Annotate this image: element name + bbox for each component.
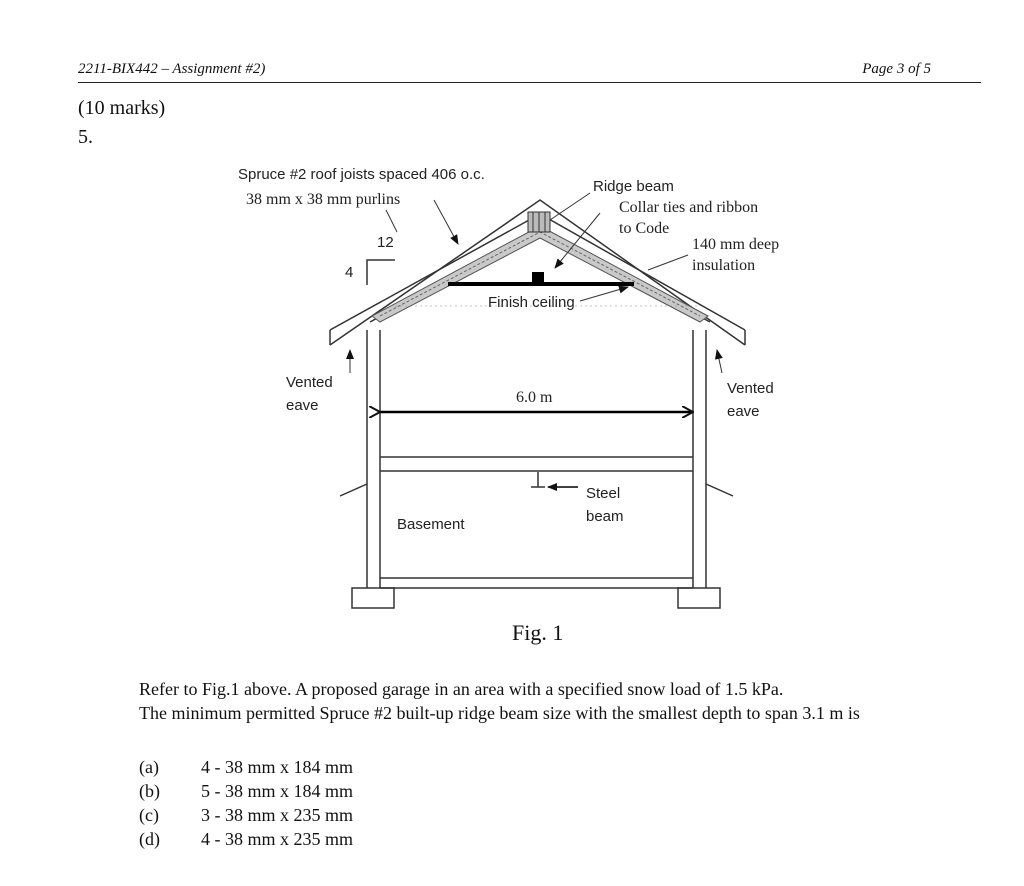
header-page-number: Page 3 of 5 — [862, 61, 931, 77]
label-vented-eave-right-2: eave — [727, 403, 760, 420]
label-steel-2: beam — [586, 508, 624, 525]
question-marks: (10 marks) — [78, 97, 166, 119]
slope-run: 12 — [377, 234, 394, 251]
label-insulation-2: insulation — [692, 257, 755, 274]
house-section-diagram: 12 4 6.0 m Spruce #2 roof joists spac — [238, 166, 779, 609]
label-steel-1: Steel — [586, 485, 620, 502]
label-purlins: 38 mm x 38 mm purlins — [246, 191, 400, 208]
option-text: 5 - 38 mm x 184 mm — [201, 781, 353, 801]
collar-tie-block — [532, 272, 544, 282]
walls — [339, 330, 734, 589]
label-basement: Basement — [397, 516, 465, 533]
figure-caption: Fig. 1 — [512, 620, 564, 645]
footing-right — [677, 587, 721, 609]
ridge-beam — [527, 211, 551, 233]
question-stem-line-1: Refer to Fig.1 above. A proposed garage … — [139, 679, 784, 699]
question-number: 5. — [78, 126, 93, 148]
slope-rise: 4 — [345, 264, 353, 281]
label-ridge-beam: Ridge beam — [593, 178, 674, 195]
span-label: 6.0 m — [516, 389, 553, 406]
label-vented-eave-right-1: Vented — [727, 380, 774, 397]
question-stem-line-2: The minimum permitted Spruce #2 built-up… — [139, 703, 860, 723]
footing-left — [351, 587, 395, 609]
label-finish-ceiling: Finish ceiling — [488, 294, 575, 311]
label-to-code: to Code — [619, 220, 669, 237]
option-text: 4 - 38 mm x 184 mm — [201, 757, 353, 777]
question-stem: Refer to Fig.1 above. A proposed garage … — [139, 677, 860, 725]
option-key: (b) — [139, 781, 160, 801]
steel-beam — [531, 472, 578, 491]
option-text: 3 - 38 mm x 235 mm — [201, 805, 353, 825]
header-course: 2211-BIX442 – Assignment #2) — [78, 61, 266, 77]
label-vented-eave-left-1: Vented — [286, 374, 333, 391]
label-vented-eave-left-2: eave — [286, 397, 319, 414]
option-text: 4 - 38 mm x 235 mm — [201, 829, 353, 849]
leader-lines — [346, 192, 723, 374]
option-key: (c) — [139, 805, 159, 825]
option-key: (a) — [139, 757, 159, 777]
label-insulation-1: 140 mm deep — [692, 236, 779, 253]
label-roof-joists: Spruce #2 roof joists spaced 406 o.c. — [238, 166, 485, 183]
label-collar-ties: Collar ties and ribbon — [619, 199, 758, 216]
slope-indicator: 12 4 — [345, 234, 395, 285]
page-header: 2211-BIX442 – Assignment #2) Page 3 of 5 — [78, 60, 981, 83]
option-key: (d) — [139, 829, 160, 849]
